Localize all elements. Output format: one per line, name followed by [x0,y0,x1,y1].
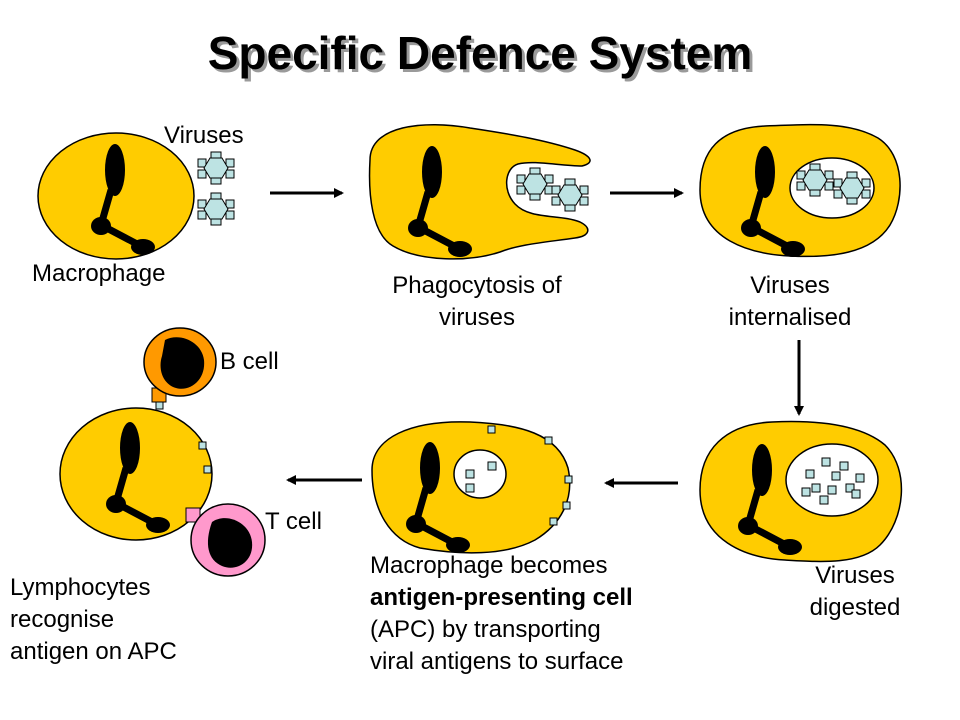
t-cell [185,503,266,577]
label-digested-line2: digested [809,594,901,621]
label-apc: Macrophage becomes antigen-presenting ce… [370,550,633,678]
b-cell [143,327,217,403]
virus-particle-2 [197,192,235,226]
label-lymphocytes-line1: Lymphocytes [10,574,151,601]
macrophage-cell-2 [368,123,591,259]
label-macrophage: Macrophage [32,260,166,287]
label-b-cell: B cell [220,348,279,375]
label-apc-line3: (APC) by transporting [370,616,601,643]
label-lymphocytes: Lymphocytes recognise antigen on APC [10,572,177,668]
virus-particle-4 [551,178,589,212]
label-t-cell: T cell [265,508,322,535]
macrophage-cell-4 [699,420,903,563]
label-lymphocytes-line2: recognise [10,606,115,633]
label-phagocytosis-line2: viruses [438,304,516,331]
label-internalised: Viruses internalised [680,270,900,334]
label-digested-line1: Viruses [815,562,895,589]
label-digested: Viruses digested [760,560,950,624]
label-internalised-line2: internalised [728,304,852,331]
label-phagocytosis: Phagocytosis of viruses [352,270,602,334]
label-lymphocytes-line3: antigen on APC [10,638,177,665]
macrophage-cell-6 [59,401,213,541]
virus-particle-1 [197,151,235,185]
label-apc-line4: viral antigens to surface [370,648,624,675]
macrophage-cell-1 [37,132,195,260]
label-internalised-line1: Viruses [750,272,830,299]
label-viruses: Viruses [164,122,244,149]
virus-particle-3 [516,167,554,201]
page-title: Specific Defence System [207,27,753,79]
label-apc-line2: antigen-presenting cell [370,584,633,611]
label-apc-line1: Macrophage becomes [370,552,608,579]
label-phagocytosis-line1: Phagocytosis of [392,272,562,299]
macrophage-cell-5 [371,421,573,553]
